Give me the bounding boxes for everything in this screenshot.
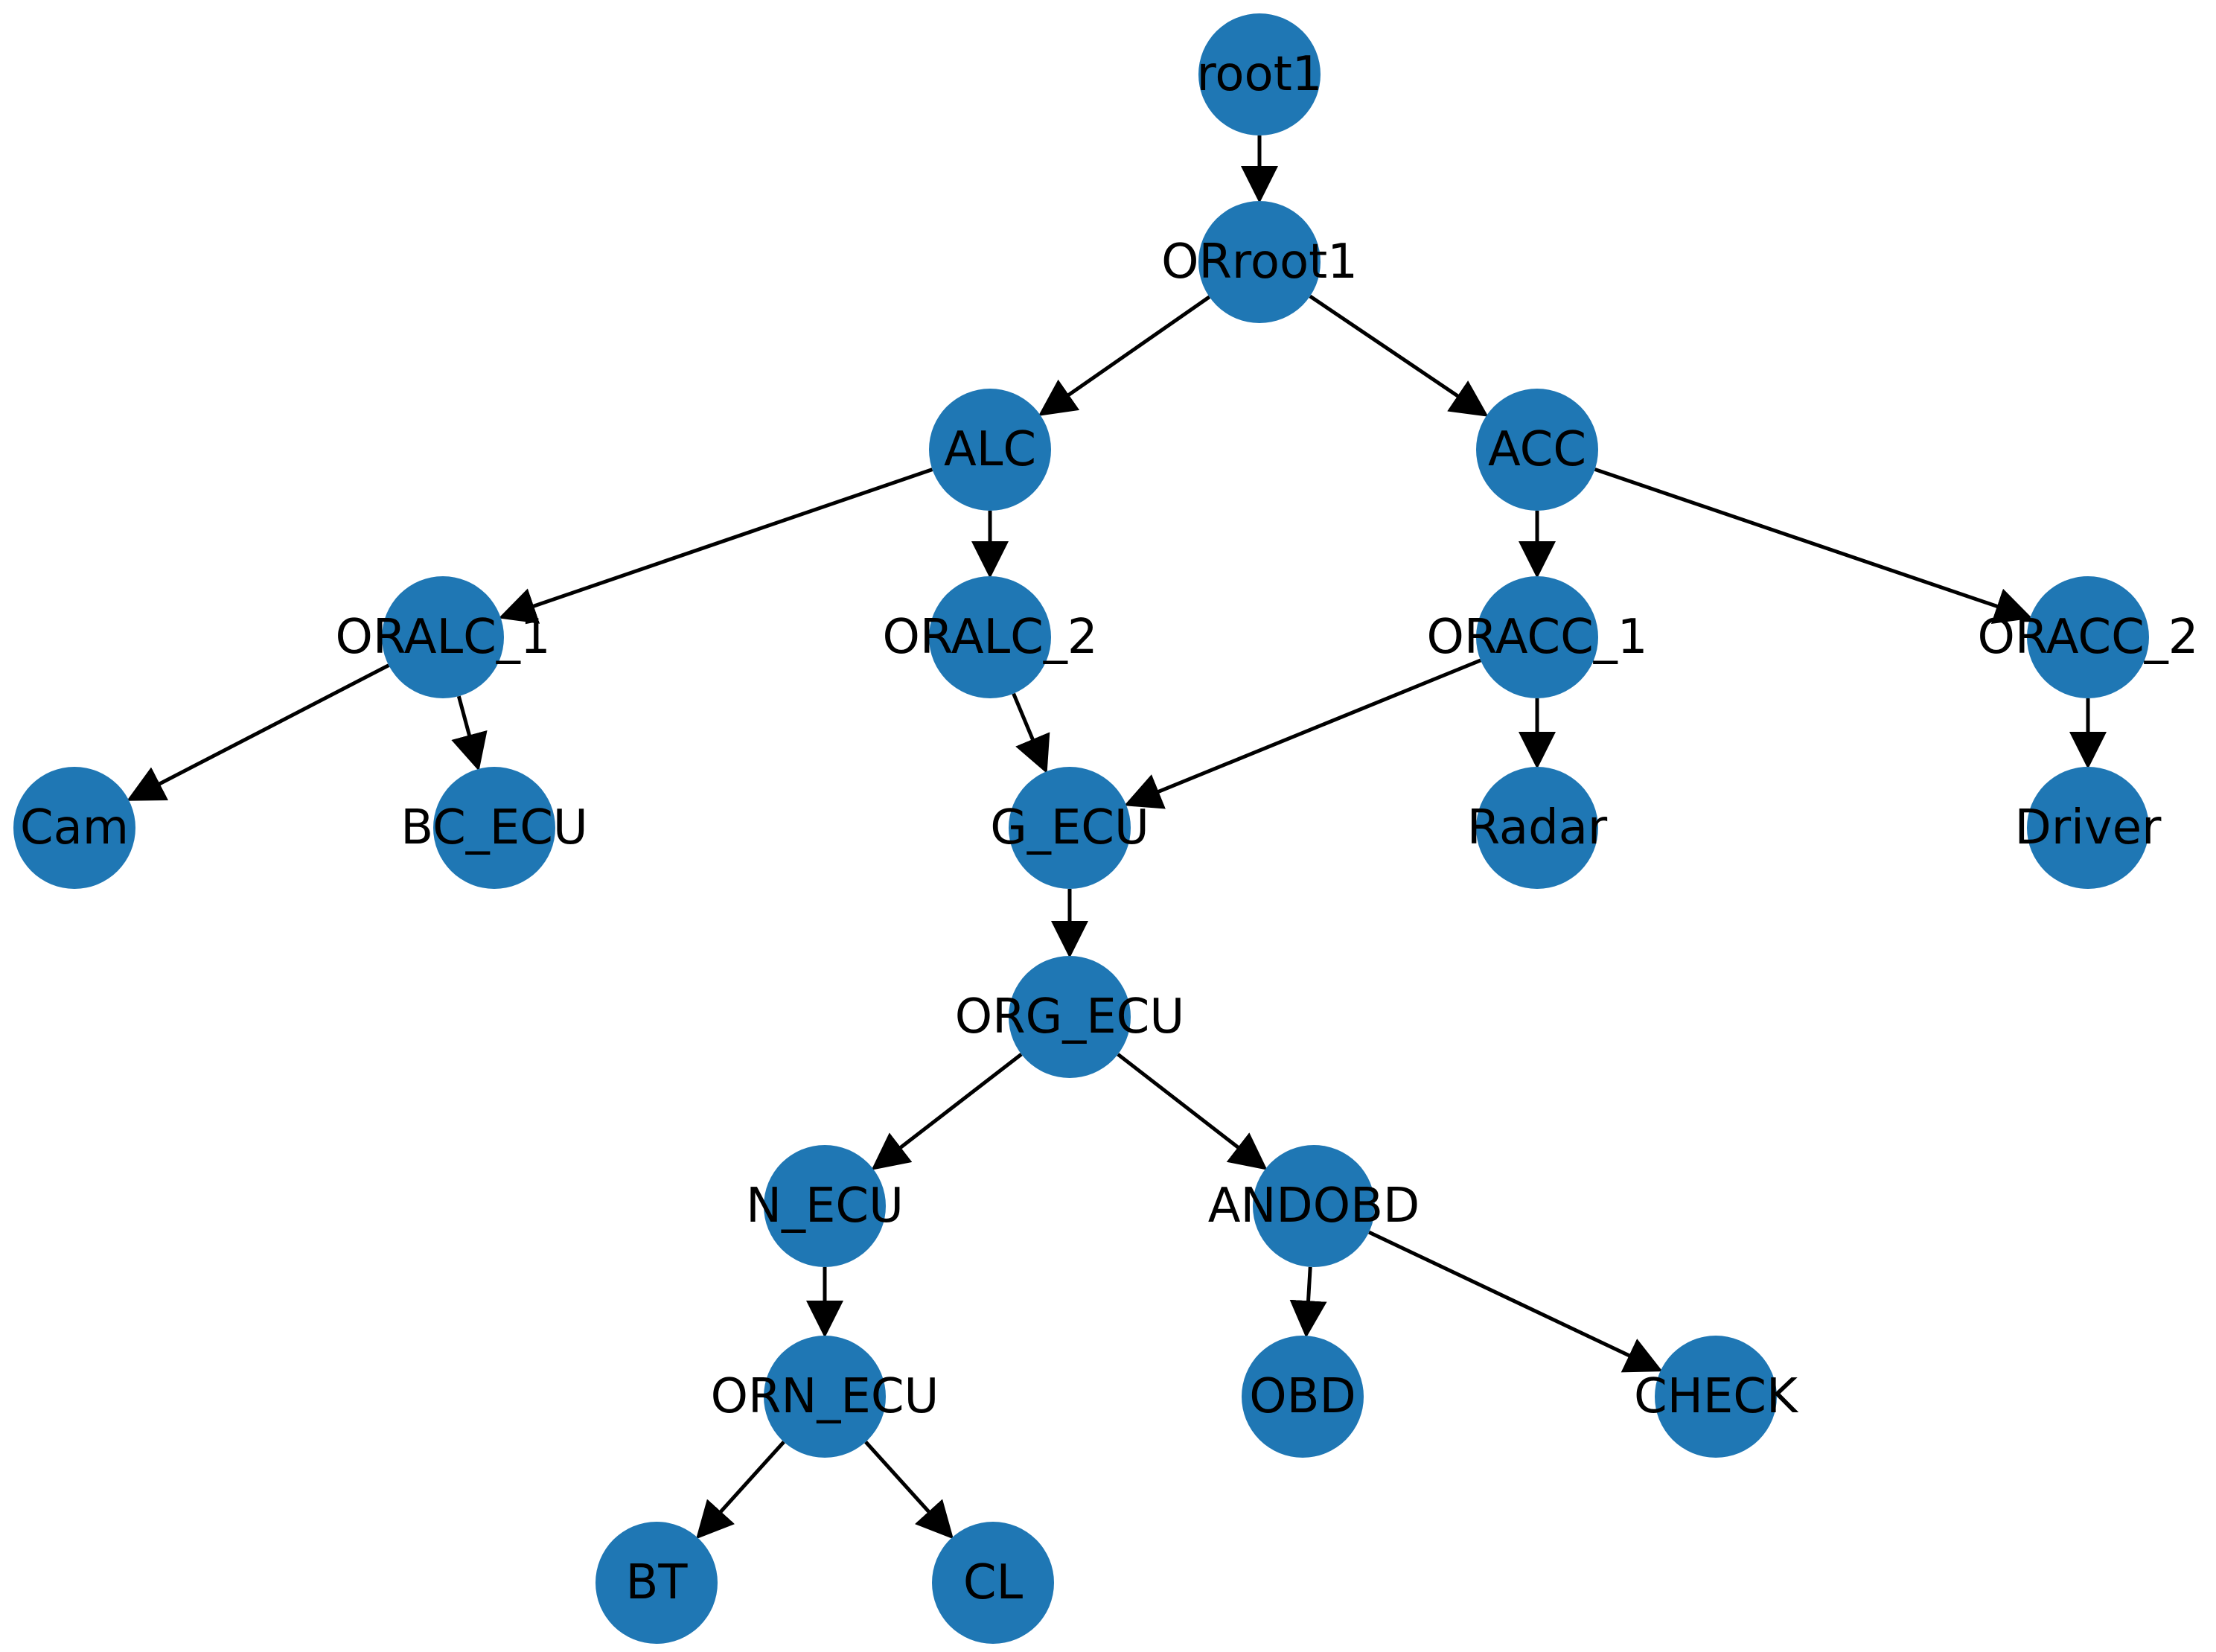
node-circle-CL	[932, 1522, 1054, 1644]
edge-ORALC_2-to-G_ECU	[1012, 692, 1050, 774]
node-circle-ANDOBD	[1253, 1145, 1375, 1267]
node-circle-G_ECU	[1009, 767, 1131, 889]
node-circle-BT	[595, 1522, 718, 1644]
node-label-ORG_ECU: ORG_ECU	[955, 989, 1184, 1045]
edge-ORALC_1-to-BC_ECU	[451, 695, 488, 771]
node-circle-root1	[1198, 13, 1321, 135]
node-circle-N_ECU	[764, 1145, 886, 1267]
edge-ORN_ECU-to-CL	[864, 1441, 954, 1540]
node-ANDOBD: ANDOBD	[1208, 1145, 1420, 1267]
node-root1: root1	[1196, 13, 1323, 135]
node-label-ORALC_2: ORALC_2	[882, 610, 1097, 665]
edge-ORG_ECU-to-N_ECU	[871, 1053, 1023, 1170]
node-ALC: ALC	[929, 389, 1051, 511]
node-circle-ORroot1	[1198, 201, 1321, 323]
node-ORG_ECU: ORG_ECU	[955, 956, 1184, 1078]
node-label-Radar: Radar	[1467, 800, 1608, 855]
edge-ORALC_1-to-Cam	[127, 663, 390, 801]
node-label-OBD: OBD	[1249, 1369, 1356, 1424]
edge-ORroot1-to-ACC	[1309, 294, 1489, 417]
node-ORACC_1: ORACC_1	[1427, 576, 1648, 698]
node-ORALC_2: ORALC_2	[882, 576, 1098, 698]
node-ORroot1: ORroot1	[1161, 201, 1358, 323]
node-BT: BT	[595, 1522, 718, 1644]
edge-ACC-to-ORACC_2	[1594, 468, 2033, 625]
node-label-ORN_ECU: ORN_ECU	[711, 1369, 939, 1424]
node-circle-ORACC_2	[2027, 576, 2149, 698]
node-N_ECU: N_ECU	[746, 1145, 904, 1267]
edge-ORACC_1-to-G_ECU	[1124, 658, 1482, 809]
node-circle-ORALC_2	[929, 576, 1051, 698]
node-label-G_ECU: G_ECU	[990, 800, 1149, 855]
node-Driver: Driver	[2015, 767, 2162, 889]
edges-layer	[127, 135, 2107, 1540]
node-label-ORALC_1: ORALC_1	[335, 610, 550, 665]
node-BC_ECU: BC_ECU	[400, 767, 588, 889]
node-circle-Driver	[2027, 767, 2149, 889]
node-CL: CL	[932, 1522, 1054, 1644]
node-label-root1: root1	[1196, 47, 1322, 102]
node-label-BC_ECU: BC_ECU	[400, 800, 587, 855]
node-label-ANDOBD: ANDOBD	[1208, 1179, 1420, 1234]
node-ORN_ECU: ORN_ECU	[711, 1336, 939, 1458]
node-circle-ALC	[929, 389, 1051, 511]
node-label-ORACC_2: ORACC_2	[1978, 610, 2199, 665]
node-label-CHECK: CHECK	[1634, 1369, 1799, 1424]
node-circle-ORACC_1	[1476, 576, 1598, 698]
edge-ORroot1-to-ALC	[1038, 295, 1211, 416]
node-label-CL: CL	[963, 1555, 1024, 1610]
node-ORACC_2: ORACC_2	[1978, 576, 2199, 698]
node-circle-ORN_ECU	[764, 1336, 886, 1458]
node-label-Cam: Cam	[20, 800, 129, 855]
node-label-ORACC_1: ORACC_1	[1427, 610, 1648, 665]
node-circle-ACC	[1476, 389, 1598, 511]
node-label-ALC: ALC	[944, 422, 1036, 477]
node-G_ECU: G_ECU	[990, 767, 1149, 889]
node-label-ORroot1: ORroot1	[1161, 235, 1358, 290]
edge-ORG_ECU-to-ANDOBD	[1117, 1053, 1268, 1170]
node-label-Driver: Driver	[2015, 800, 2162, 855]
edge-ANDOBD-to-CHECK	[1368, 1230, 1663, 1373]
node-label-ACC: ACC	[1488, 422, 1586, 477]
node-OBD: OBD	[1242, 1336, 1364, 1458]
node-circle-BC_ECU	[433, 767, 555, 889]
edge-ANDOBD-to-OBD	[1289, 1266, 1327, 1339]
node-Cam: Cam	[13, 767, 135, 889]
node-circle-ORALC_1	[382, 576, 504, 698]
node-circle-ORG_ECU	[1009, 956, 1131, 1078]
node-ACC: ACC	[1476, 389, 1598, 511]
node-label-BT: BT	[626, 1555, 689, 1610]
node-circle-Cam	[13, 767, 135, 889]
node-label-N_ECU: N_ECU	[746, 1179, 904, 1234]
node-Radar: Radar	[1467, 767, 1608, 889]
node-CHECK: CHECK	[1634, 1336, 1799, 1458]
node-circle-Radar	[1476, 767, 1598, 889]
node-ORALC_1: ORALC_1	[335, 576, 551, 698]
edge-ORN_ECU-to-BT	[695, 1441, 785, 1540]
edge-ALC-to-ORALC_1	[498, 468, 933, 624]
node-circle-CHECK	[1655, 1336, 1777, 1458]
node-circle-OBD	[1242, 1336, 1364, 1458]
